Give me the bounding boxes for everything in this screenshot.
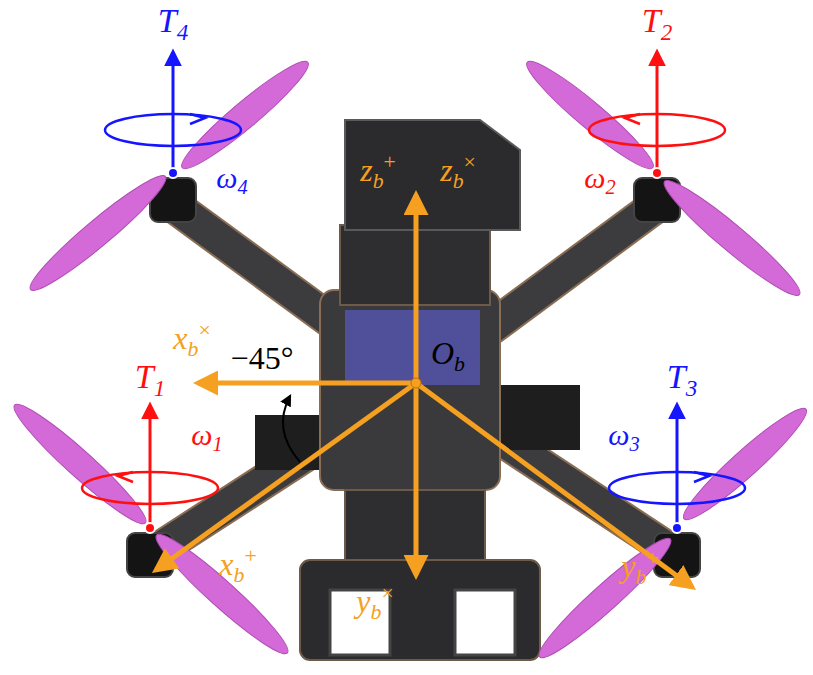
axis-label: xb+ — [219, 546, 256, 587]
rotor-speed-label: ω2 — [584, 163, 615, 198]
thrust-label: T3 — [667, 360, 697, 400]
thrust-label: T4 — [158, 4, 188, 44]
axis-label: yb× — [356, 583, 393, 624]
rotor-speed-label: ω3 — [608, 420, 639, 455]
rotor-speed-label: ω4 — [216, 163, 247, 198]
axis-label: yb+ — [621, 548, 658, 589]
angle-label: −45° — [231, 342, 294, 374]
rotor-speed-label: ω1 — [191, 420, 222, 455]
thrust-label: T1 — [135, 360, 165, 400]
thrust-label: T2 — [642, 4, 672, 44]
axis-label: zb+ — [360, 152, 396, 193]
origin-label: Ob — [431, 337, 465, 376]
axis-label: xb× — [173, 320, 210, 361]
axis-label: zb× — [440, 152, 476, 193]
